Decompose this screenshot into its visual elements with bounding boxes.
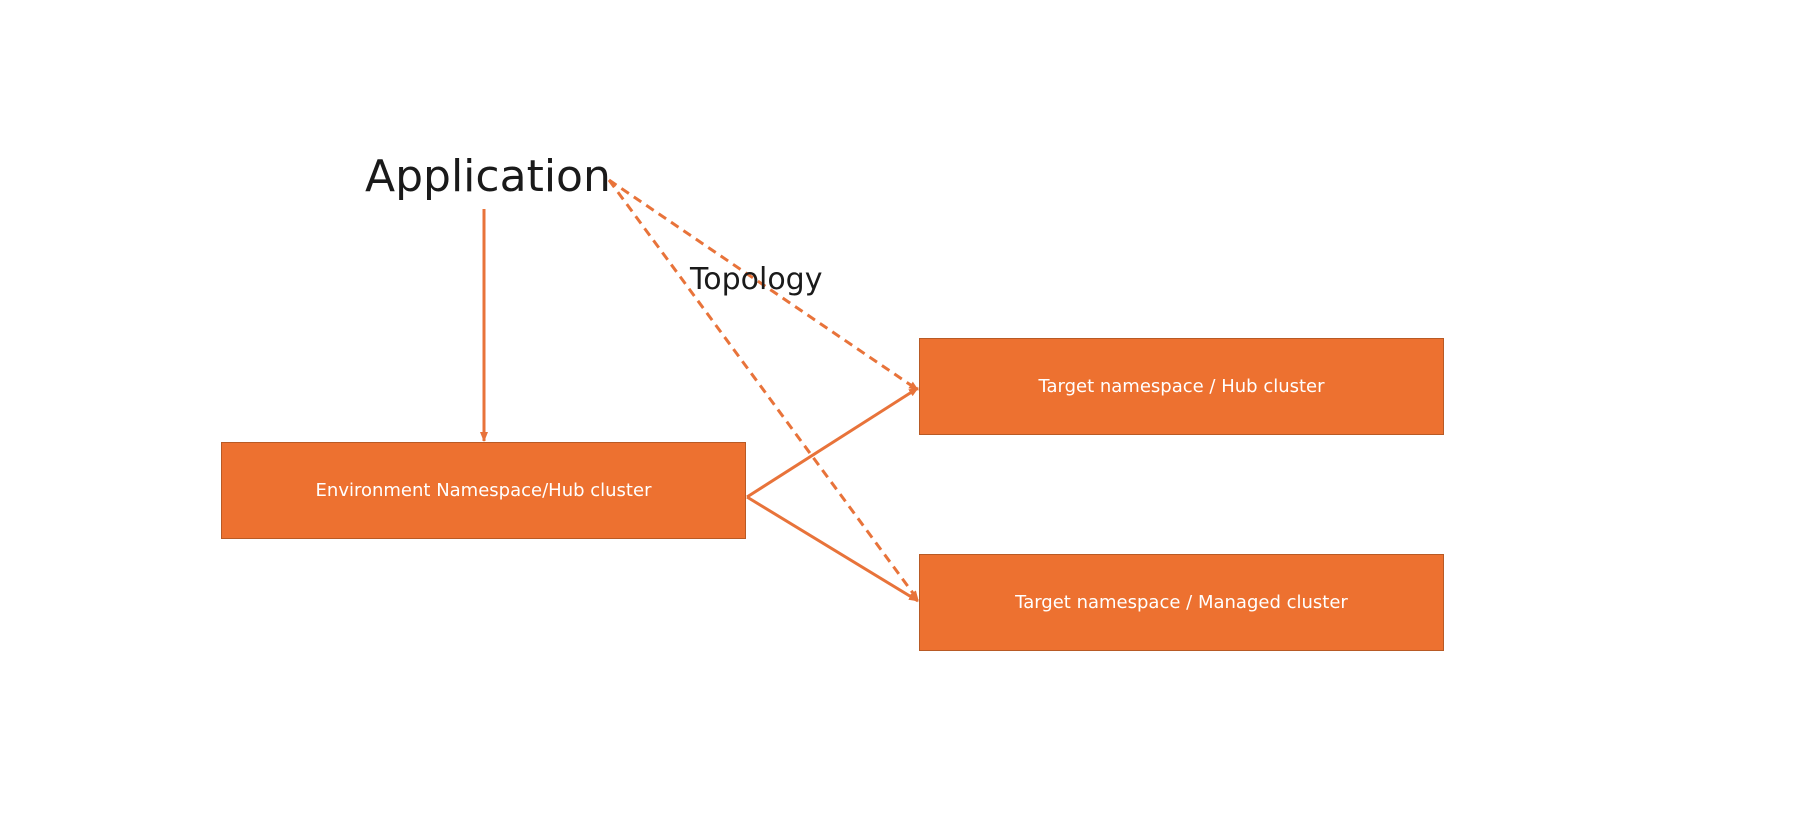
environment-namespace-hub-cluster-box: Environment Namespace/Hub cluster bbox=[221, 442, 746, 539]
environment-box-label: Environment Namespace/Hub cluster bbox=[315, 480, 652, 501]
target-namespace-hub-cluster-box: Target namespace / Hub cluster bbox=[919, 338, 1444, 435]
topology-label: Topology bbox=[690, 262, 823, 297]
target-hub-box-label: Target namespace / Hub cluster bbox=[1038, 376, 1325, 397]
connector-environment-to-target-managed bbox=[746, 495, 919, 603]
connector-environment-to-target-hub bbox=[746, 386, 919, 499]
connector-app-to-target-managed-dashed bbox=[607, 179, 920, 601]
application-label: Application bbox=[365, 151, 611, 202]
target-namespace-managed-cluster-box: Target namespace / Managed cluster bbox=[919, 554, 1444, 651]
connector-app-to-target-hub-dashed bbox=[608, 178, 919, 392]
target-managed-box-label: Target namespace / Managed cluster bbox=[1015, 592, 1348, 613]
